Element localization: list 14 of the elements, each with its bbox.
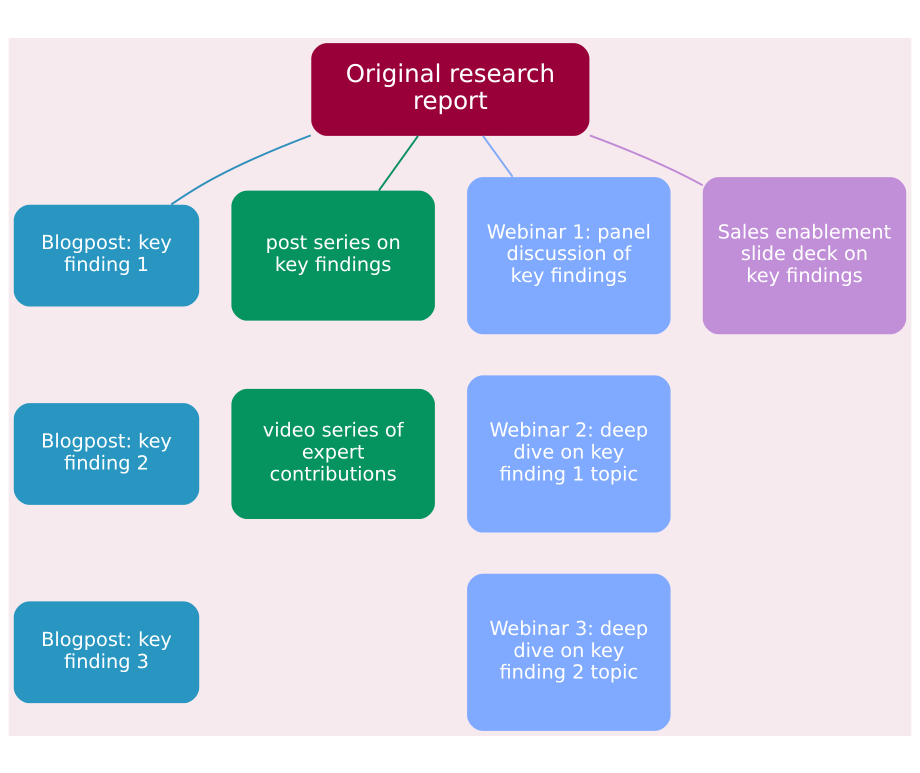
node-box: Blogpost: key finding 2 bbox=[14, 402, 200, 504]
node-box: Original research report bbox=[311, 42, 590, 136]
connector bbox=[482, 134, 514, 177]
node-box: Webinar 3: deep dive on key finding 2 topic bbox=[467, 573, 671, 730]
node-box: Sales enablement slide deck on key findings bbox=[702, 176, 906, 334]
node-box: Blogpost: key finding 1 bbox=[14, 204, 200, 306]
node-box: post series on key findings bbox=[231, 190, 435, 320]
node-box: Webinar 1: panel discussion of key findings bbox=[467, 176, 671, 334]
connector bbox=[378, 134, 419, 190]
connector bbox=[170, 134, 312, 205]
node-box: video series of expert contributions bbox=[231, 388, 435, 518]
node-box: Blogpost: key finding 3 bbox=[14, 600, 200, 703]
connector bbox=[590, 134, 704, 186]
node-box: Webinar 2: deep dive on key finding 1 topic bbox=[467, 374, 671, 532]
